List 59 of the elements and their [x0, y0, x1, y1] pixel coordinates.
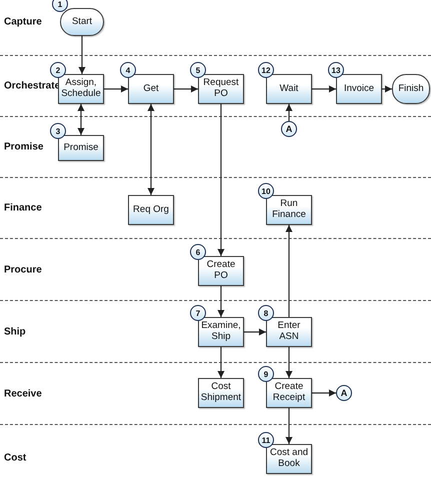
arrow [218, 286, 224, 317]
step-number: 10 [258, 183, 274, 199]
step-number: 12 [258, 62, 274, 78]
node-label: Create Receipt [272, 382, 306, 404]
node-label: Wait [278, 84, 300, 94]
connector-circle [281, 121, 297, 137]
node-label: A [284, 124, 294, 134]
arrow [78, 36, 86, 74]
step-number: 7 [190, 305, 206, 321]
step-number: 3 [50, 123, 66, 139]
lane-label: Cost [4, 452, 26, 464]
lane-label: Finance [4, 202, 42, 214]
node-label: Promise [62, 142, 100, 154]
arrow [312, 390, 336, 396]
step-number: 13 [328, 62, 344, 78]
arrow [382, 86, 392, 92]
step-number: 5 [190, 62, 206, 78]
lane-label: Procure [4, 264, 42, 276]
node-label: Cost and Book [268, 448, 310, 470]
arrow [218, 347, 224, 378]
arrow [104, 86, 128, 92]
arrow [286, 104, 292, 121]
lane-label: Orchestrate [4, 80, 60, 92]
step-number: 2 [50, 62, 66, 78]
lane-label: Ship [4, 326, 26, 338]
lane-label: Receive [4, 388, 42, 400]
step-number: 4 [120, 62, 136, 78]
node-label: Request PO [202, 78, 240, 100]
arrow [286, 225, 292, 317]
lane-label: Capture [4, 16, 42, 28]
node-label: Assign, Schedule [60, 78, 102, 100]
arrow [312, 86, 336, 92]
process-box [128, 195, 174, 225]
node-label: Cost Shipment [200, 382, 242, 404]
node-label: Req Org [132, 204, 170, 216]
arrow [148, 104, 154, 195]
arrow [286, 408, 292, 444]
step-number: 6 [190, 244, 206, 260]
arrow [218, 104, 224, 256]
node-label: Run Finance [271, 199, 307, 221]
node-label: Get [142, 84, 160, 94]
node-label: Examine, Ship [200, 321, 242, 343]
terminal-capsule [392, 74, 430, 104]
step-number: 11 [258, 432, 274, 448]
lane-label: Promise [4, 142, 44, 152]
arrow [286, 347, 292, 378]
step-number: 9 [258, 366, 274, 382]
connector-circle [336, 385, 352, 401]
arrow [174, 86, 198, 92]
arrow [78, 104, 84, 135]
arrow [244, 328, 266, 336]
node-label: A [340, 388, 348, 398]
node-label: Start [70, 16, 94, 28]
node-label: Finish [397, 84, 425, 94]
node-label: Enter ASN [276, 321, 302, 343]
node-label: Invoice [342, 84, 376, 94]
node-label: Create PO [206, 260, 236, 282]
step-number: 1 [52, 0, 68, 12]
step-number: 8 [258, 305, 274, 321]
